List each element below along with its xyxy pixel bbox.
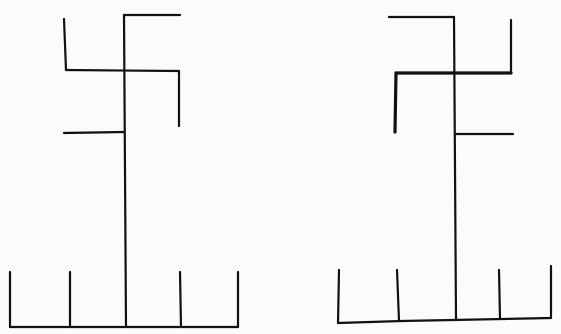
right-base-line: [338, 318, 551, 323]
left-main-stem: [124, 15, 126, 327]
left-upper-crossbar: [66, 70, 179, 71]
right-main-stem: [454, 17, 456, 319]
right-branching-figure: [338, 17, 551, 323]
left-middle-branch: [64, 132, 124, 133]
left-branching-figure: [10, 15, 238, 327]
right-upper-left-post: [395, 73, 396, 132]
right-base-tick-2: [397, 270, 399, 321]
left-base-tick-3: [180, 272, 181, 327]
left-upper-left-post: [64, 19, 66, 70]
right-base-tick-1: [338, 270, 339, 323]
right-base-tick-3: [499, 270, 500, 319]
